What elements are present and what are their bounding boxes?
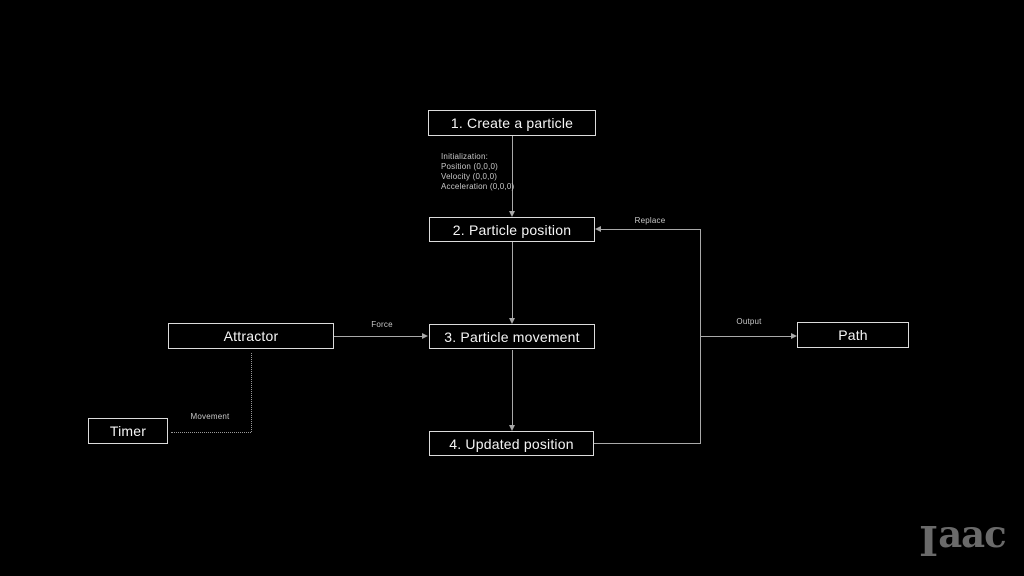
edge-movement-to-updated-arrowhead bbox=[509, 425, 515, 431]
edge-output-to-path-line bbox=[701, 336, 791, 337]
edge-create-to-position-arrowhead bbox=[509, 211, 515, 217]
edge-label-output: Output bbox=[736, 317, 762, 326]
edge-replace-line bbox=[601, 229, 701, 230]
edge-position-to-movement-arrowhead bbox=[509, 318, 515, 324]
iaac-logo: I aac bbox=[919, 516, 1007, 566]
node-attractor: Attractor bbox=[168, 323, 334, 349]
node-particle-position: 2. Particle position bbox=[429, 217, 595, 242]
node-timer: Timer bbox=[88, 418, 168, 444]
initialization-line-3: Velocity (0,0,0) bbox=[441, 172, 498, 181]
node-path-label: Path bbox=[838, 327, 868, 343]
edge-create-to-position-line bbox=[512, 136, 513, 212]
iaac-logo-rest: aac bbox=[938, 512, 1006, 556]
node-timer-label: Timer bbox=[109, 423, 147, 439]
node-particle-movement: 3. Particle movement bbox=[429, 324, 595, 349]
node-updated-position-label: 4. Updated position bbox=[449, 435, 574, 452]
node-path: Path bbox=[797, 322, 909, 348]
initialization-line-1: Initialization: bbox=[441, 152, 489, 161]
edge-position-to-movement-line bbox=[512, 242, 513, 319]
edge-label-initialization: Initialization: Position (0,0,0) Velocit… bbox=[441, 152, 514, 192]
initialization-line-4: Acceleration (0,0,0) bbox=[441, 182, 515, 191]
edge-attractor-to-movement-arrowhead bbox=[422, 333, 428, 339]
node-updated-position: 4. Updated position bbox=[429, 431, 594, 456]
node-attractor-label: Attractor bbox=[223, 328, 279, 344]
edge-attractor-to-movement-line bbox=[334, 336, 423, 337]
edge-label-force: Force bbox=[371, 320, 393, 329]
node-particle-position-label: 2. Particle position bbox=[452, 221, 572, 238]
edge-updated-feedback-bottom-line bbox=[594, 443, 701, 444]
edge-feedback-vertical-line bbox=[700, 229, 701, 444]
node-create-particle-label: 1. Create a particle bbox=[450, 115, 574, 131]
edge-label-movement: Movement bbox=[190, 412, 230, 421]
edge-output-to-path-arrowhead bbox=[791, 333, 797, 339]
edge-timer-to-attractor-horizontal-dotted-line bbox=[171, 432, 251, 433]
node-particle-movement-label: 3. Particle movement bbox=[444, 328, 580, 345]
edge-movement-to-updated-line bbox=[512, 350, 513, 426]
initialization-line-2: Position (0,0,0) bbox=[441, 162, 499, 171]
iaac-logo-initial: I bbox=[919, 518, 939, 566]
edge-timer-to-attractor-vertical-dotted-line bbox=[251, 353, 252, 432]
node-create-particle: 1. Create a particle bbox=[428, 110, 596, 136]
edge-label-replace: Replace bbox=[634, 216, 666, 225]
edge-replace-arrowhead bbox=[595, 226, 601, 232]
